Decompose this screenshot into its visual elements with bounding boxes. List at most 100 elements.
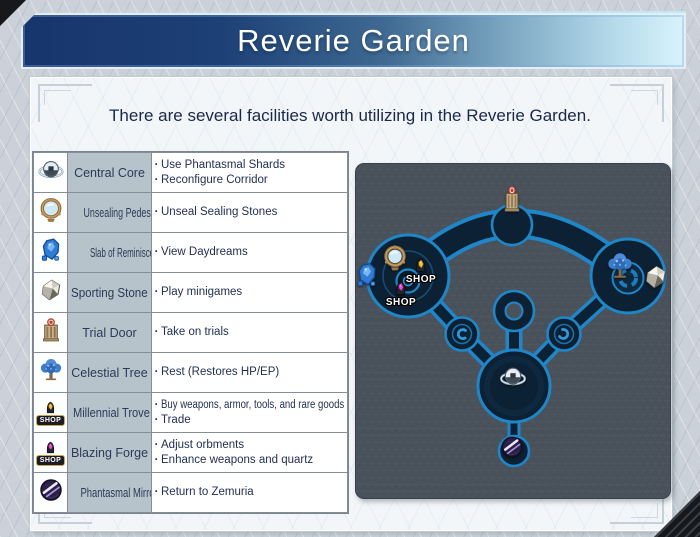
facility-table-body: Central Core ·Use Phantasmal Shards·Reco…: [33, 152, 348, 513]
map-marker-phantasmal-mirror: [500, 435, 525, 460]
facility-description-text: Use Phantasmal Shards: [161, 158, 286, 171]
map-marker-central-core: [500, 364, 527, 391]
help-subtitle: There are several facilities worth utili…: [109, 106, 591, 125]
facility-description: ·Rest (Restores HP/EP): [151, 352, 348, 393]
facility-icon-cell: SHOP: [33, 432, 68, 473]
facility-name-cell: Unsealing Pedestal: [67, 192, 152, 233]
facility-description-text: Buy weapons, armor, tools, and rare good…: [161, 398, 345, 411]
facility-description-text: Rest (Restores HP/EP): [161, 366, 280, 379]
bullet: ·: [154, 326, 159, 339]
map-marker-celestial-tree: [605, 251, 635, 281]
facility-description-text: View Daydreams: [161, 246, 248, 259]
sporting-stone-icon: [38, 277, 64, 303]
facility-description-text: Take on trials: [161, 326, 229, 339]
facility-name: Slab of Reminiscence: [89, 245, 151, 260]
facility-icon-cell: [33, 472, 68, 513]
facility-icon: [38, 477, 64, 503]
bullet: ·: [154, 206, 159, 219]
map-marker-unsealing-pedestal: [382, 245, 409, 272]
shop-badge: SHOP: [35, 415, 66, 426]
central-core-icon: [500, 364, 527, 391]
facility-row: SHOP Millennial Trove ·Buy weapons, armo…: [33, 392, 348, 433]
bullet: ·: [154, 486, 159, 499]
facility-name: Blazing Forge: [70, 445, 149, 460]
facility-description: ·Return to Zemuria: [151, 472, 348, 513]
bullet: ·: [154, 438, 159, 451]
trial-door-icon: [500, 185, 524, 214]
facility-icon: [38, 197, 64, 223]
facility-icon: SHOP: [35, 399, 66, 426]
facility-icon: [38, 317, 64, 343]
facility-description-text: Unseal Sealing Stones: [161, 206, 278, 219]
blazing-forge-icon: [43, 439, 58, 454]
garden-map-graph: [365, 203, 667, 468]
map-marker-sporting-stone: [642, 263, 670, 291]
bullet: ·: [154, 453, 159, 466]
facility-name: Millennial Trove: [72, 405, 150, 420]
page-corner-decoration-top-left: [0, 0, 26, 26]
facility-icon-cell: [33, 232, 68, 273]
title-bar: Reverie Garden: [21, 13, 686, 69]
facility-name-cell: Trial Door: [67, 312, 152, 353]
phantasmal-mirror-icon: [500, 435, 525, 460]
facility-name-cell: Sporting Stone: [67, 272, 152, 313]
facility-icon: SHOP: [35, 439, 66, 466]
bullet: ·: [154, 246, 159, 259]
blazing-forge-icon: [392, 278, 410, 296]
facility-description: ·View Daydreams: [151, 232, 348, 273]
facility-name-cell: Slab of Reminiscence: [67, 232, 152, 273]
facility-name: Celestial Tree: [71, 365, 148, 380]
bullet: ·: [154, 366, 159, 379]
shop-label: SHOP: [405, 274, 437, 285]
facility-name: Trial Door: [82, 325, 137, 340]
slab-of-reminiscence-icon: [354, 262, 381, 289]
map-node-east-small: [546, 316, 582, 352]
facility-row: Phantasmal Mirror ·Return to Zemuria: [33, 472, 348, 513]
facility-name: Sporting Stone: [71, 285, 148, 300]
facility-description: ·Use Phantasmal Shards·Reconfigure Corri…: [151, 152, 348, 193]
bullet: ·: [154, 158, 159, 171]
celestial-tree-icon: [605, 251, 635, 281]
facility-row: Trial Door ·Take on trials: [33, 312, 348, 353]
facility-icon-cell: [33, 152, 68, 193]
facility-description: ·Unseal Sealing Stones: [151, 192, 348, 233]
facility-name-cell: Central Core: [67, 152, 152, 193]
central-core-icon: [38, 157, 64, 183]
shop-badge: SHOP: [35, 455, 66, 466]
facility-name-cell: Phantasmal Mirror: [67, 472, 152, 513]
bullet: ·: [154, 413, 159, 426]
page-title: Reverie Garden: [237, 23, 470, 58]
bullet: ·: [154, 398, 159, 411]
facility-description-text: Enhance weapons and quartz: [161, 453, 314, 466]
facility-row: Sporting Stone ·Play minigames: [33, 272, 348, 313]
facility-description: ·Take on trials: [151, 312, 348, 353]
facility-icon: [38, 277, 64, 303]
shop-label: SHOP: [385, 297, 417, 308]
celestial-tree-icon: [38, 357, 64, 383]
facility-description-text: Adjust orbments: [161, 438, 245, 451]
phantasmal-mirror-icon: [38, 477, 64, 503]
map-node-core: [476, 348, 552, 424]
bullet: ·: [154, 173, 159, 186]
facility-description-text: Reconfigure Corridor: [161, 173, 268, 186]
facility-icon: [38, 157, 64, 183]
facility-description-text: Trade: [161, 413, 191, 426]
facility-icon-cell: [33, 312, 68, 353]
facility-row: Slab of Reminiscence ·View Daydreams: [33, 232, 348, 273]
facility-icon: [38, 237, 64, 263]
facility-description: ·Buy weapons, armor, tools, and rare goo…: [151, 392, 348, 433]
millennial-trove-icon: [412, 255, 430, 273]
garden-map: SHOP SHOP: [355, 163, 671, 499]
map-marker-millennial-trove: SHOP: [406, 255, 436, 285]
facility-name-cell: Millennial Trove: [67, 392, 152, 433]
facility-icon: [38, 357, 64, 383]
millennial-trove-icon: [43, 399, 58, 414]
facility-icon-cell: [33, 352, 68, 393]
facility-row: Celestial Tree ·Rest (Restores HP/EP): [33, 352, 348, 393]
facility-name-cell: Blazing Forge: [67, 432, 152, 473]
facility-icon-cell: SHOP: [33, 392, 68, 433]
facility-name: Phantasmal Mirror: [80, 485, 152, 500]
map-marker-blazing-forge: SHOP: [386, 278, 416, 308]
facility-row: Central Core ·Use Phantasmal Shards·Reco…: [33, 152, 348, 193]
